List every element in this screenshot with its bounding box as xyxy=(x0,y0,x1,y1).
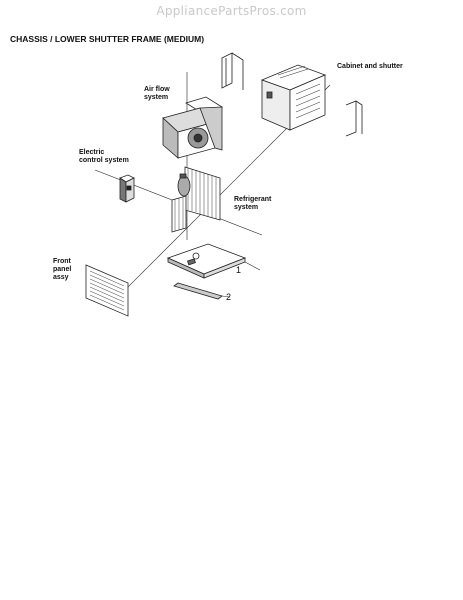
label-cabinet-shutter: Cabinet and shutter xyxy=(337,63,403,71)
label-front-panel-assy: Front panel assy xyxy=(53,258,71,282)
label-electric-line1: Electric xyxy=(79,149,105,156)
label-refrigerant-line1: Refrigerant xyxy=(234,196,272,203)
front-panel-grille xyxy=(85,264,129,317)
electric-control-box xyxy=(119,174,135,203)
label-front-line2: panel xyxy=(53,266,72,273)
label-cabinet-text: Cabinet and shutter xyxy=(337,63,403,70)
callout-number-2: 2 xyxy=(226,292,232,302)
cabinet-shutter-box xyxy=(260,64,327,131)
cabinet-side-panel-left xyxy=(221,52,244,90)
label-refrigerant-system: Refrigerant system xyxy=(234,196,271,212)
label-electric-line2: control system xyxy=(79,157,129,164)
watermark: AppliancePartsPros.com xyxy=(156,4,307,18)
label-front-line1: Front xyxy=(53,258,71,265)
callout-number-1: 1 xyxy=(236,265,242,275)
label-air-flow-system: Air flow system xyxy=(144,86,170,102)
base-pan xyxy=(166,243,261,279)
refrigerant-coil xyxy=(171,166,221,233)
diagram-title: CHASSIS / LOWER SHUTTER FRAME (MEDIUM) xyxy=(10,34,205,44)
label-air-flow-line1: Air flow xyxy=(144,86,170,93)
air-flow-assembly xyxy=(162,96,223,159)
label-air-flow-line2: system xyxy=(144,94,169,101)
label-refrigerant-line2: system xyxy=(234,204,259,211)
label-electric-control-system: Electric control system xyxy=(79,149,129,165)
lower-shutter-frame xyxy=(173,282,231,300)
label-front-line3: assy xyxy=(53,274,69,281)
cabinet-side-panel-right xyxy=(345,100,363,137)
